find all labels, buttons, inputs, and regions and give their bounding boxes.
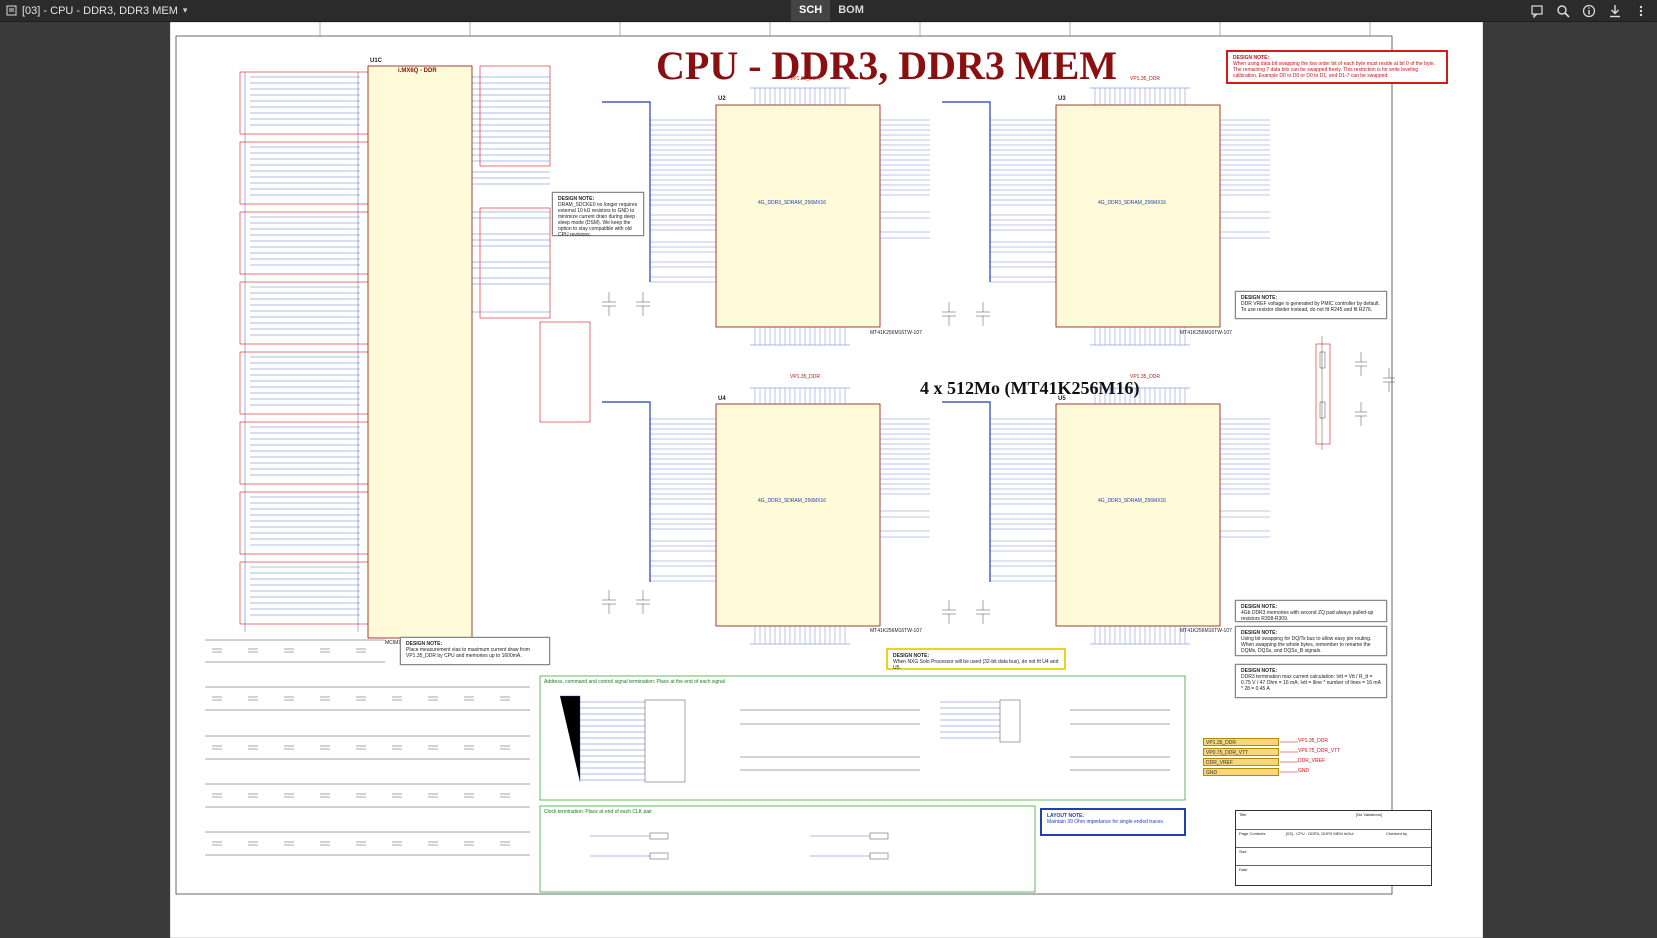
ddr-u5-part: MT41K256M16TW-107 (1180, 628, 1232, 634)
design-note-solo: DESIGN NOTE: When NXG Solo Processor wil… (886, 648, 1066, 671)
decoupling-caps (205, 639, 530, 856)
top-toolbar: [03] - CPU - DDR3, DDR3 MEM ▾ SCH BOM (0, 0, 1657, 22)
schematic-sheet: CPU - DDR3, DDR3 MEM 4 x 512Mo (MT41K256… (170, 22, 1483, 938)
note-body: DDR VREF voltage is generated by PMIC co… (1241, 301, 1380, 313)
note-body: Place measurement vias to maximum curren… (406, 647, 530, 659)
info-icon[interactable] (1581, 3, 1597, 19)
title-block-row: Page Contents [03] - CPU - DDR3, DDR3 ME… (1236, 829, 1431, 848)
design-note-bit-swap: DESIGN NOTE: When using data bit swappin… (1226, 50, 1448, 84)
note-body: 4Gb DDR3 memories with second ZQ pad alw… (1241, 610, 1374, 622)
document-title: [03] - CPU - DDR3, DDR3 MEM (22, 4, 178, 17)
power-legend-from-4: GND (1203, 768, 1279, 776)
power-legend-from-2: VP0.75_DDR_VTT (1203, 748, 1279, 756)
ddr-u2-power: VP1.35_DDR (790, 76, 821, 82)
comment-icon[interactable] (1529, 3, 1545, 19)
title-block-key: Date (1239, 867, 1248, 872)
title-block-row: Title [No Variations] (1236, 811, 1431, 829)
more-icon[interactable] (1633, 3, 1649, 19)
title-block-version: [No Variations] (1356, 812, 1382, 817)
note-heading: DESIGN NOTE: (1241, 630, 1278, 636)
note-body: When NXG Solo Processor will be used (32… (893, 659, 1059, 671)
layout-note: LAYOUT NOTE: Maintain 39 Ohm impedance f… (1040, 808, 1186, 836)
ddr-u2-type: 4G_DDR3_SDRAM_256MX16 (758, 200, 827, 206)
note-heading: DESIGN NOTE: (1241, 295, 1278, 301)
note-body: Using bit swapping for DQ/Ts bus to allo… (1241, 636, 1372, 654)
document-icon (6, 5, 17, 16)
design-note-vref: DESIGN NOTE: DDR VREF voltage is generat… (1235, 291, 1387, 319)
chevron-down-icon: ▾ (182, 5, 188, 15)
memory-subtitle: 4 x 512Mo (MT41K256M16) (920, 378, 1140, 398)
view-tabs: SCH BOM (791, 0, 872, 21)
title-block-checked: Checked by (1386, 831, 1408, 836)
cpu-ref: U1C (370, 58, 383, 64)
design-note-sdcke: DESIGN NOTE: DRAM_SDCKE0 no longer requi… (552, 192, 644, 238)
note-body: Maintain 39 Ohm impedance for single end… (1047, 819, 1165, 825)
title-block-key: Title (1239, 812, 1247, 817)
termination-group-label: Address, command and control signal term… (544, 679, 725, 685)
ddr-u2-part: MT41K256M16TW-107 (870, 330, 922, 336)
power-legend-to-1: VP1.35_DDR (1298, 738, 1329, 744)
design-note-termination: DESIGN NOTE: DDR3 termination max curren… (1235, 664, 1387, 698)
note-body: DDR3 termination max current calculation… (1241, 674, 1381, 692)
ddr-u3-part: MT41K256M16TW-107 (1180, 330, 1232, 336)
ddr-u5-type: 4G_DDR3_SDRAM_256MX16 (1098, 498, 1167, 504)
note-heading: LAYOUT NOTE: (1047, 813, 1085, 819)
ddr-u4-part: MT41K256M16TW-107 (870, 628, 922, 634)
note-heading: DESIGN NOTE: (1241, 668, 1278, 674)
ddr-u3-type: 4G_DDR3_SDRAM_256MX16 (1098, 200, 1167, 206)
ddr-u2-ref: U2 (718, 96, 726, 102)
note-body: When using data bit swapping the low ord… (1233, 61, 1436, 79)
schematic-viewer[interactable]: CPU - DDR3, DDR3 MEM 4 x 512Mo (MT41K256… (0, 22, 1657, 938)
ddr-u4-type: 4G_DDR3_SDRAM_256MX16 (758, 498, 827, 504)
sheet-title: CPU - DDR3, DDR3 MEM (656, 43, 1118, 88)
cpu-name: i.MX6Q - DDR (398, 68, 437, 74)
ddr-u5-power: VP1.35_DDR (1130, 374, 1161, 380)
power-legend-from-3: DDR_VREF (1203, 758, 1279, 766)
design-note-measurement: DESIGN NOTE: Place measurement vias to m… (400, 637, 550, 665)
title-block-row: Size (1236, 847, 1431, 866)
document-selector[interactable]: [03] - CPU - DDR3, DDR3 MEM ▾ (6, 0, 187, 21)
ddr-u3-power: VP1.35_DDR (1130, 76, 1161, 82)
title-block-row: Date (1236, 865, 1431, 884)
power-legend-to-4: GND (1298, 768, 1310, 774)
toolbar-actions (1529, 0, 1649, 21)
power-legend-from-1: VP1.35_DDR (1203, 738, 1279, 746)
schematic-drawing (170, 22, 1483, 938)
note-heading: DESIGN NOTE: (893, 653, 930, 659)
note-body: DRAM_SDCKE0 no longer requires external … (558, 202, 638, 238)
tab-sch[interactable]: SCH (791, 0, 831, 21)
note-heading: DESIGN NOTE: (1233, 55, 1270, 61)
note-heading: DESIGN NOTE: (406, 641, 443, 647)
design-note-swap: DESIGN NOTE: Using bit swapping for DQ/T… (1235, 626, 1387, 656)
note-heading: DESIGN NOTE: (558, 196, 595, 202)
search-icon[interactable] (1555, 3, 1571, 19)
clock-termination-label: Clock termination: Place at end of each … (544, 809, 652, 815)
design-note-zq: DESIGN NOTE: 4Gb DDR3 memories with seco… (1235, 600, 1387, 622)
power-legend-to-3: DDR_VREF (1298, 758, 1325, 764)
title-block: Title [No Variations] Page Contents [03]… (1235, 810, 1432, 886)
note-heading: DESIGN NOTE: (1241, 604, 1278, 610)
title-block-key: Page Contents (1239, 831, 1266, 836)
title-block-value: [03] - CPU - DDR3, DDR3 MEM InOut (1286, 831, 1354, 836)
ddr-u5-ref: U5 (1058, 396, 1066, 402)
title-block-key: Size (1239, 849, 1247, 854)
download-icon[interactable] (1607, 3, 1623, 19)
tab-bom[interactable]: BOM (838, 4, 864, 16)
ddr-u4-power: VP1.35_DDR (790, 374, 821, 380)
power-legend-to-2: VP0.75_DDR_VTT (1298, 748, 1341, 754)
ddr-u4-ref: U4 (718, 396, 726, 402)
ddr-u3-ref: U3 (1058, 96, 1066, 102)
